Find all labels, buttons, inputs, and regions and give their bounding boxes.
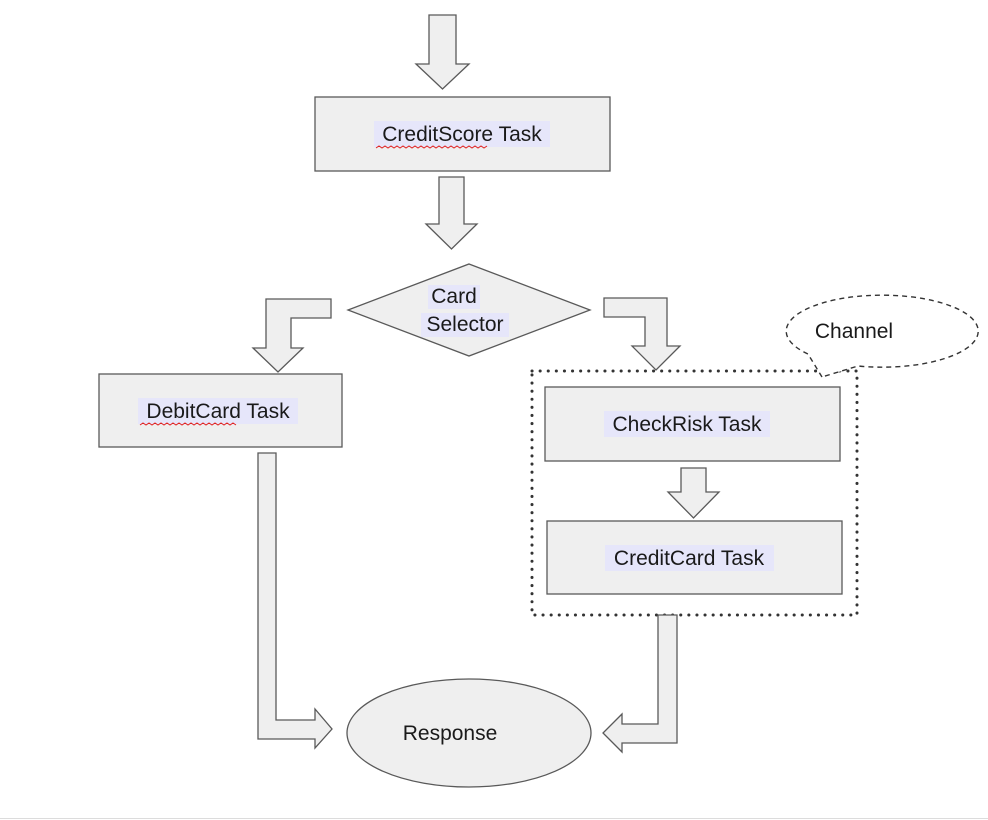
channel-group-boundary <box>530 369 859 617</box>
credit-score-task-node: CreditScore Task <box>314 96 611 172</box>
arrow-debit-to-response <box>257 452 333 750</box>
channel-label: Channel <box>815 320 893 343</box>
spellcheck-underline <box>375 145 488 149</box>
arrow-to-check-risk <box>603 297 682 371</box>
entry-arrow <box>414 14 471 90</box>
check-risk-task-label: CheckRisk Task <box>613 413 762 436</box>
arrow-to-debit-card <box>251 298 332 373</box>
spellcheck-underline <box>139 422 237 426</box>
response-node: Response <box>346 678 592 788</box>
arrow-channel-to-response <box>602 614 678 754</box>
card-selector-node: Card Selector <box>346 263 592 357</box>
channel-callout: Channel <box>785 294 979 378</box>
card-selector-label-line2: Selector <box>426 313 503 336</box>
debit-card-task-label: DebitCard Task <box>146 400 290 423</box>
credit-card-task-label: CreditCard Task <box>614 547 765 570</box>
check-risk-task-node: CheckRisk Task <box>544 386 841 462</box>
credit-score-task-label: CreditScore Task <box>382 123 542 146</box>
response-label: Response <box>403 722 498 745</box>
card-selector-label-line1: Card <box>431 285 477 308</box>
credit-card-task-node: CreditCard Task <box>546 520 843 595</box>
arrow-to-card-selector <box>424 176 479 250</box>
arrow-to-credit-card <box>666 467 721 519</box>
debit-card-task-node: DebitCard Task <box>98 373 343 448</box>
